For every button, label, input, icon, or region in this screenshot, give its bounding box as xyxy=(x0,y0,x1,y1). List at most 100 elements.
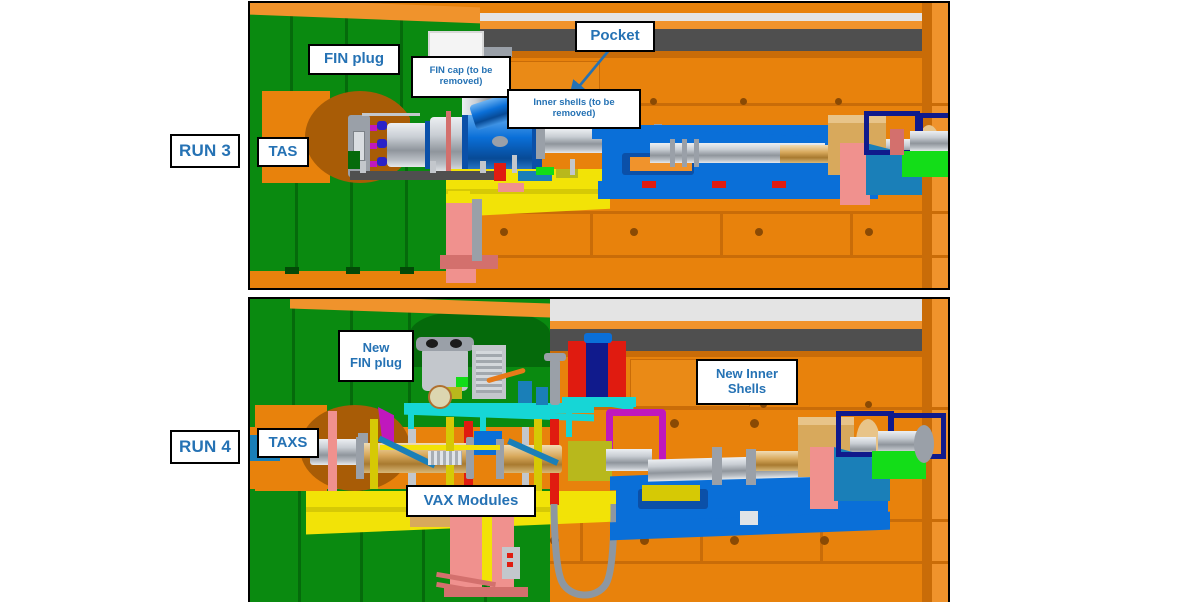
vax-box-teal xyxy=(536,387,548,405)
green-lower-seam xyxy=(405,131,408,276)
vax-outlet-pipe xyxy=(606,449,652,471)
wall-seam-v xyxy=(850,211,853,258)
vax-tank-frame xyxy=(562,397,636,407)
bolt xyxy=(740,98,747,105)
support-block-pink xyxy=(810,447,838,509)
platform-rail xyxy=(350,171,495,180)
panel-run3: FIN plug FIN cap (to be removed) Pocket … xyxy=(248,1,950,290)
vax-pump-port xyxy=(450,339,462,348)
callout-new-fin-plug: New FIN plug xyxy=(338,330,414,382)
bolt xyxy=(865,401,872,408)
tas-bolt-magenta xyxy=(370,125,377,131)
green-lower-seam xyxy=(295,131,298,276)
pocket-arrow xyxy=(568,48,612,100)
riser-rod-pink xyxy=(446,111,451,171)
callout-pocket: Pocket xyxy=(575,21,655,52)
platform-bracket xyxy=(348,151,360,169)
wall-seam xyxy=(400,255,948,258)
pedestal-yellow-strip xyxy=(482,511,492,585)
wall-seam-v xyxy=(580,519,583,564)
tas-blue-port xyxy=(492,136,508,147)
bolt xyxy=(820,536,829,545)
vax-pump-port xyxy=(426,339,438,348)
callout-tas: TAS xyxy=(257,137,309,167)
equipment-red xyxy=(494,163,506,181)
platform-post xyxy=(430,161,436,173)
vax-frame-post xyxy=(480,411,486,433)
vax-column xyxy=(550,359,560,405)
equipment-box-top xyxy=(798,417,854,425)
wall-seam xyxy=(400,103,948,106)
bolt xyxy=(835,98,842,105)
pedestal-column xyxy=(472,199,482,261)
pipe-bellows xyxy=(682,139,687,167)
floor-foot xyxy=(400,267,414,274)
callout-taxs: TAXS xyxy=(257,428,319,458)
vax-pipe-flange xyxy=(496,439,504,479)
floor-foot xyxy=(346,267,360,274)
end-disc xyxy=(914,425,934,463)
callout-fin-cap: FIN cap (to be removed) xyxy=(411,56,511,98)
tas-bolt-blue xyxy=(377,139,387,148)
vax-pump-head xyxy=(416,337,474,351)
pipe-bellows xyxy=(670,139,675,167)
vax-frame-post xyxy=(566,411,572,437)
vax-gauge-dial xyxy=(428,385,452,409)
control-button xyxy=(507,562,513,567)
girder-clamp xyxy=(772,181,786,188)
floor-strip xyxy=(250,271,460,288)
callout-fin-plug: FIN plug xyxy=(308,44,400,75)
pipe-flange xyxy=(712,447,722,485)
vax-frame-cyan xyxy=(404,403,594,413)
tas-bolt-blue xyxy=(377,121,387,130)
tas-bolt-blue xyxy=(377,157,387,166)
wall-seam xyxy=(295,561,948,564)
tas-bolt-magenta xyxy=(370,143,377,149)
wall-seam-v xyxy=(720,211,723,258)
vax-block-olive xyxy=(568,441,612,481)
bolt xyxy=(865,228,873,236)
run-label-run4: RUN 4 xyxy=(170,430,240,464)
vax-tank-top xyxy=(584,333,612,343)
green-lower-seam xyxy=(360,489,363,602)
wall-seam-v xyxy=(700,519,703,564)
wall-seam-v xyxy=(590,211,593,258)
platform-edge xyxy=(446,189,610,194)
vax-pipe-flange xyxy=(356,437,364,479)
pipe-flange xyxy=(536,123,545,159)
run-label-run3: RUN 3 xyxy=(170,134,240,168)
pipe-bellows xyxy=(694,139,699,167)
vax-frame-post xyxy=(408,411,414,433)
equipment-green xyxy=(536,167,554,175)
bolt xyxy=(500,228,508,236)
tas-bolt-magenta xyxy=(370,161,377,167)
bolt xyxy=(640,536,649,545)
girder-plate xyxy=(740,511,758,525)
ceiling-beam-lip xyxy=(400,21,948,31)
equipment-pink xyxy=(498,183,524,192)
pipe-far-right xyxy=(910,131,948,151)
bolt xyxy=(750,419,759,428)
blue-girder-bottom xyxy=(598,181,878,199)
vax-tank-blue-inner xyxy=(586,341,608,397)
wall-seam xyxy=(400,211,948,214)
girder-window xyxy=(642,485,700,501)
equipment-teal xyxy=(518,171,552,181)
end-block-pink xyxy=(890,129,904,155)
callout-new-inner-shells: New Inner Shells xyxy=(696,359,798,405)
rail-shadow xyxy=(405,51,925,58)
green-shield-seam xyxy=(290,11,293,131)
vax-brace xyxy=(370,419,378,489)
girder-clamp xyxy=(712,181,726,188)
vax-column-cap xyxy=(544,353,566,361)
callout-inner-shells: Inner shells (to be removed) xyxy=(507,89,641,129)
pedestal-pink xyxy=(446,203,476,283)
equipment-box-top xyxy=(828,115,886,123)
green-lower-seam xyxy=(298,489,301,602)
green-shield-seam xyxy=(292,299,295,427)
bolt xyxy=(650,98,657,105)
ceiling-beam xyxy=(250,3,948,13)
ceiling-beam-lip xyxy=(290,321,948,330)
equipment-olive xyxy=(556,169,578,178)
